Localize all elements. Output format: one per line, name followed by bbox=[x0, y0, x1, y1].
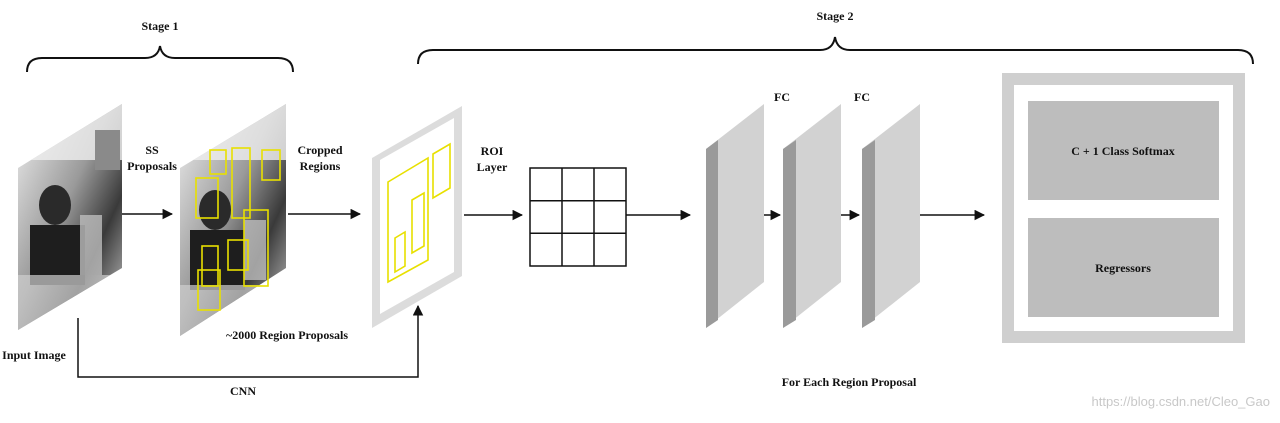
stage2-brace bbox=[417, 36, 1254, 65]
region-proposals-label: ~2000 Region Proposals bbox=[226, 328, 348, 342]
proposal-boxes bbox=[195, 147, 281, 311]
roi-label-line2: Layer bbox=[477, 160, 508, 174]
feature-map bbox=[372, 106, 462, 328]
softmax-box bbox=[1028, 101, 1219, 200]
fc-label-2: FC bbox=[854, 90, 870, 104]
fc-slab-2 bbox=[783, 104, 841, 328]
cropped-label-line1: Cropped bbox=[297, 143, 342, 157]
arrow-cnn bbox=[77, 304, 424, 378]
stage1-label: Stage 1 bbox=[142, 19, 179, 33]
for-each-label: For Each Region Proposal bbox=[782, 375, 917, 389]
region-proposals-photo bbox=[180, 104, 286, 336]
roi-label-line1: ROI bbox=[481, 144, 504, 158]
fc-label-1: FC bbox=[774, 90, 790, 104]
feature-map-regions bbox=[387, 142, 451, 284]
input-image-photo bbox=[18, 104, 122, 330]
fc-slab-1 bbox=[706, 104, 764, 328]
ss-label-line2: Proposals bbox=[127, 159, 177, 173]
watermark-text: https://blog.csdn.net/Cleo_Gao bbox=[1091, 394, 1270, 409]
cnn-label: CNN bbox=[230, 384, 256, 398]
output-frame bbox=[1002, 73, 1245, 343]
regressors-box bbox=[1028, 218, 1219, 317]
fc-slab-3 bbox=[862, 104, 920, 328]
roi-pooling-grid bbox=[529, 167, 627, 267]
stage2-label: Stage 2 bbox=[817, 9, 854, 23]
softmax-label: C + 1 Class Softmax bbox=[1071, 144, 1175, 158]
ss-label-line1: SS bbox=[145, 143, 159, 157]
cropped-label-line2: Regions bbox=[300, 159, 341, 173]
regressors-label: Regressors bbox=[1095, 261, 1151, 275]
stage1-brace bbox=[26, 45, 294, 73]
input-image-label: Input Image bbox=[2, 348, 66, 362]
